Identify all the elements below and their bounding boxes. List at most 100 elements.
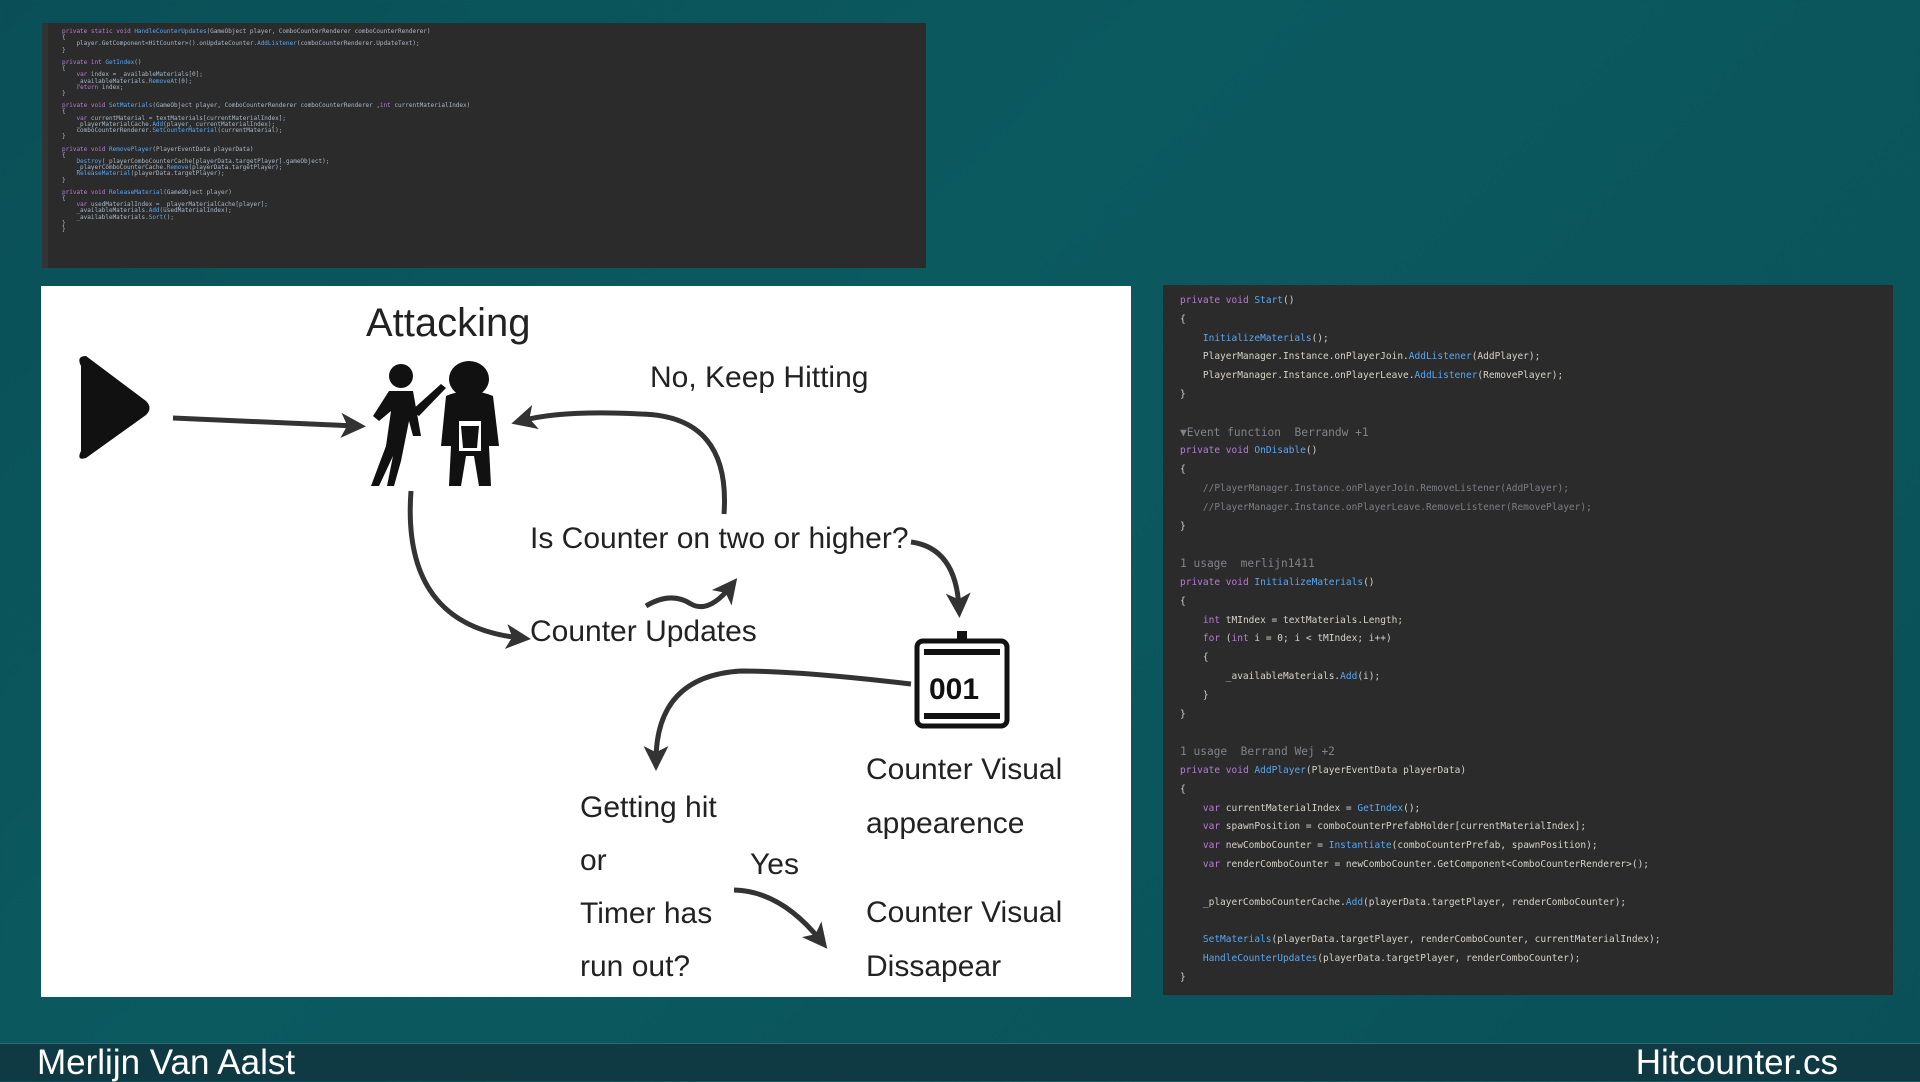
- code-line: ReleaseMaterial(playerData.targetPlayer)…: [76, 170, 225, 178]
- label-counter-updates: Counter Updates: [530, 615, 757, 648]
- code-line: //PlayerManager.Instance.onPlayerJoin.Re…: [1180, 482, 1569, 494]
- code-line: int tMIndex = textMaterials.Length;: [1202, 614, 1404, 626]
- fighters-icon: [371, 361, 499, 486]
- editor-gutter: [42, 23, 48, 268]
- label-question: Is Counter on two or higher?: [530, 522, 909, 555]
- counter-icon-digits: 001: [929, 673, 979, 706]
- code-line: return index;: [76, 83, 124, 91]
- code-line: player.GetComponent<HitCounter>().onUpda…: [62, 40, 420, 48]
- code-line: private void AddPlayer(PlayerEventData p…: [1180, 764, 1467, 776]
- code-line: _availableMaterials.Add(usedMaterialInde…: [62, 207, 232, 215]
- code-line: {: [1180, 595, 1186, 607]
- code-line: PlayerManager.Instance.onPlayerJoin.AddL…: [1180, 351, 1541, 363]
- code-line: ▼Event function Berrandw +1: [1180, 425, 1369, 439]
- code-line: [1180, 912, 1660, 931]
- code-line: private void Start(): [1180, 295, 1295, 306]
- code-line: HandleCounterUpdates(playerData.targetPl…: [1202, 952, 1581, 964]
- code-line: var currentMaterialIndex = GetIndex();: [1202, 802, 1421, 814]
- arrow-counter-icon-to-getting-hit: [643, 668, 912, 771]
- code-line: var newComboCounter = Instantiate(comboC…: [1202, 840, 1598, 852]
- label-getting-hit-3: Timer has: [580, 897, 713, 930]
- code-line: {: [1180, 464, 1186, 476]
- arrow-no-keep-hitting: [511, 404, 728, 515]
- code-line: }: [1180, 708, 1186, 720]
- code-line: PlayerManager.Instance.onPlayerLeave.Add…: [1180, 370, 1564, 382]
- label-visual-appearance-1: Counter Visual: [866, 753, 1063, 786]
- play-icon: [79, 356, 150, 459]
- code-line: _availableMaterials.RemoveAt(0);: [62, 77, 193, 85]
- code-line: _playerComboCounterCache.Remove(playerDa…: [62, 164, 283, 172]
- code-line: {: [1180, 313, 1186, 325]
- code-line: {: [62, 65, 66, 73]
- code-line: var renderComboCounter = newComboCounter…: [1202, 858, 1650, 870]
- author-name: Merlijn Van Aalst: [37, 1043, 296, 1082]
- code-line: private void RemovePlayer(PlayerEventDat…: [62, 145, 254, 153]
- code-line: }: [1180, 689, 1209, 701]
- code-line: {: [1180, 783, 1186, 795]
- label-disappear-2: Dissapear: [866, 950, 1002, 983]
- code-line: SetMaterials(playerData.targetPlayer, re…: [1202, 934, 1661, 946]
- code-line: }: [1180, 388, 1186, 400]
- footer-bar: Merlijn Van Aalst Hitcounter.cs: [0, 1043, 1920, 1081]
- code-line: {: [62, 108, 66, 116]
- code-line: var index = _availableMaterials[0];: [76, 71, 203, 79]
- code-line: {: [62, 34, 66, 42]
- code-lines: private void Start() { InitializeMaterial…: [1180, 292, 1660, 987]
- counter-icon: [914, 631, 1010, 729]
- code-line: {: [62, 195, 66, 203]
- code-line: }: [62, 176, 66, 184]
- code-line: {: [62, 151, 66, 159]
- label-getting-hit-4: run out?: [580, 950, 691, 983]
- code-line: }: [1180, 520, 1186, 532]
- code-line: 1 usage merlijn1411: [1180, 557, 1315, 571]
- code-line: [1180, 875, 1660, 894]
- code-line: comboCounterRenderer.SetCounterMaterial(…: [62, 127, 283, 134]
- code-line: var usedMaterialIndex = _playerMaterialC…: [76, 201, 268, 209]
- flowchart-arrows: 001: [79, 356, 1010, 949]
- code-line: _playerComboCounterCache.Add(playerData.…: [1180, 896, 1627, 908]
- code-line: _availableMaterials.Sort();: [62, 213, 174, 221]
- arrow-counter-updates-to-question: [644, 578, 738, 610]
- label-getting-hit-2: or: [580, 844, 607, 877]
- code-line: Destroy(_playerComboCounterCache[playerD…: [76, 157, 330, 165]
- label-disappear-1: Counter Visual: [866, 896, 1063, 929]
- flowchart-diagram: 001 Attacking No, Keep Hitting Is Counte…: [41, 286, 1131, 997]
- code-editor-top[interactable]: private static void HandleCounterUpdates…: [42, 23, 926, 268]
- code-line: [1180, 724, 1660, 743]
- code-line: private static void HandleCounterUpdates…: [62, 28, 431, 35]
- arrow-attacking-to-counter-updates: [407, 490, 531, 649]
- arrow-question-to-counter-icon: [910, 539, 971, 618]
- code-line: {: [1180, 652, 1209, 664]
- code-line: _playerMaterialCache.Add(player, current…: [62, 120, 276, 128]
- label-getting-hit-1: Getting hit: [580, 791, 717, 824]
- code-line: _availableMaterials.Add(i);: [1180, 670, 1381, 682]
- code-line: for (int i = 0; i < tMIndex; i++): [1202, 633, 1392, 645]
- arrow-yes-to-disappear: [733, 887, 828, 949]
- label-attacking: Attacking: [366, 301, 531, 345]
- label-no-keep-hitting: No, Keep Hitting: [650, 361, 869, 394]
- code-line: //PlayerManager.Instance.onPlayerLeave.R…: [1180, 501, 1592, 513]
- code-line: }: [62, 89, 66, 97]
- code-line: 1 usage Berrand Wej +2: [1180, 745, 1335, 759]
- arrow-start-to-attacking: [172, 412, 366, 438]
- code-line: [1180, 536, 1660, 555]
- code-line: [1180, 405, 1660, 424]
- code-line: private void ReleaseMaterial(GameObject …: [62, 188, 232, 196]
- code-line: }: [62, 219, 66, 227]
- file-name: Hitcounter.cs: [1635, 1043, 1838, 1082]
- label-yes: Yes: [750, 848, 799, 881]
- code-line: private void OnDisable(): [1180, 445, 1318, 457]
- code-line: private int GetIndex(): [62, 58, 142, 66]
- code-line: }: [62, 133, 66, 141]
- code-editor-right[interactable]: private void Start() { InitializeMaterial…: [1163, 285, 1893, 995]
- code-line: }: [62, 46, 66, 54]
- code-line: InitializeMaterials();: [1202, 332, 1329, 344]
- label-visual-appearance-2: appearence: [866, 807, 1025, 840]
- code-line: var currentMaterial = textMaterials[curr…: [76, 114, 286, 122]
- code-line: var spawnPosition = comboCounterPrefabHo…: [1202, 821, 1587, 833]
- code-line: private void SetMaterials(GameObject pla…: [62, 102, 471, 110]
- code-line: private void InitializeMaterials(): [1180, 576, 1375, 588]
- code-line: }: [62, 226, 66, 233]
- code-lines: private static void HandleCounterUpdates…: [62, 28, 471, 233]
- code-line: }: [1180, 971, 1186, 983]
